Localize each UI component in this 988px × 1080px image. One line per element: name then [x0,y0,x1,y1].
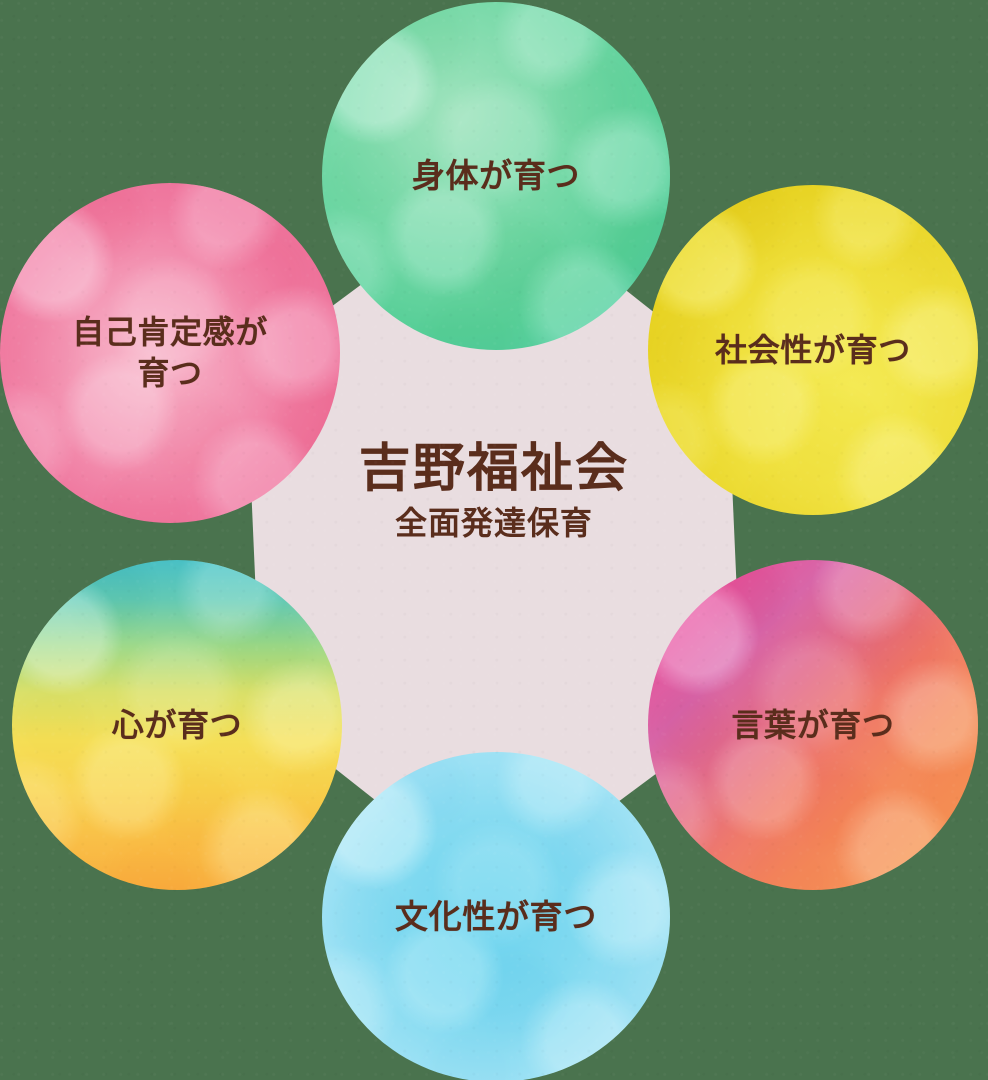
bubble-heart-label: 心が育つ [111,706,243,743]
bubble-words-label: 言葉が育つ [731,706,895,743]
bubble-self-esteem[interactable]: 自己肯定感が 育つ [0,183,340,523]
bubble-heart[interactable]: 心が育つ [12,560,342,890]
bubble-body[interactable]: 身体が育つ [322,2,670,350]
bubble-self-esteem-label: 自己肯定感が 育つ [72,314,268,391]
bubble-body-label: 身体が育つ [411,156,581,194]
bubble-culture-label: 文化性が育つ [395,897,597,935]
bubble-culture[interactable]: 文化性が育つ [322,752,670,1080]
bubble-social[interactable]: 社会性が育つ [648,185,978,515]
bubble-social-label: 社会性が育つ [715,331,911,368]
bubble-words[interactable]: 言葉が育つ [648,560,978,890]
